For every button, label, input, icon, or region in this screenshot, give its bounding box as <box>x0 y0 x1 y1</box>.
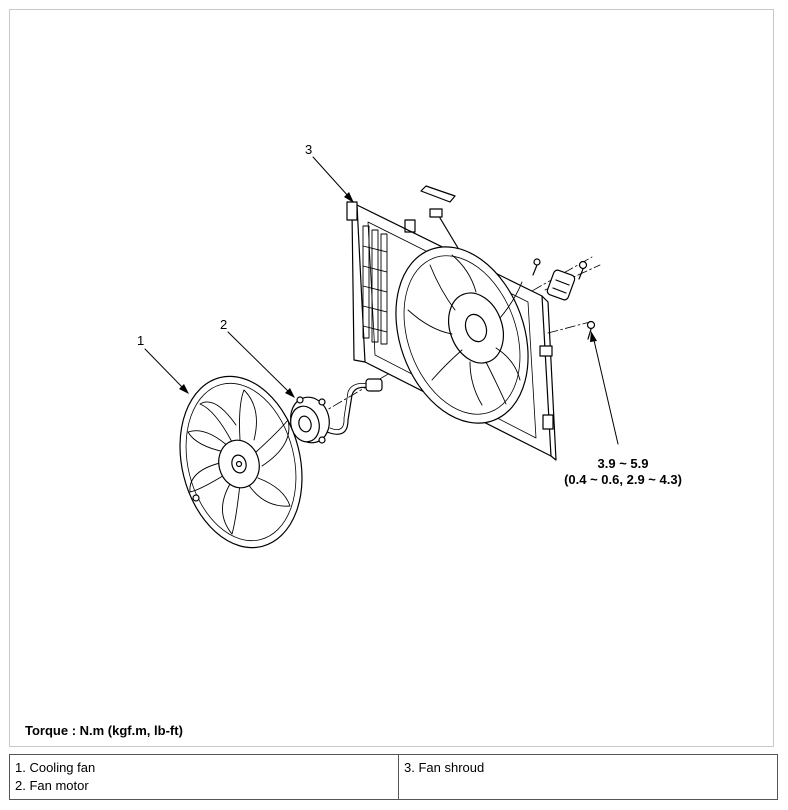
fan-shroud <box>346 185 557 461</box>
torque-spec-range: 3.9 ~ 5.9 <box>597 456 649 471</box>
shroud-struts <box>407 254 523 406</box>
fan-motor <box>290 396 330 444</box>
parts-legend: 1. Cooling fan 2. Fan motor 3. Fan shrou… <box>9 754 778 800</box>
figure-frame <box>9 9 774 747</box>
legend-item: 2. Fan motor <box>15 778 89 793</box>
legend-item: 3. Fan shroud <box>404 760 485 775</box>
callout-1: 1 <box>137 333 145 348</box>
legend-column-2: 3. Fan shroud <box>398 754 778 800</box>
torque-spec-alt-units: (0.4 ~ 0.6, 2.9 ~ 4.3) <box>564 472 682 487</box>
legend-column-1: 1. Cooling fan 2. Fan motor <box>9 754 399 800</box>
motor-wire <box>326 386 371 435</box>
motor-wire-plug <box>365 378 383 392</box>
cooling-fan <box>179 375 303 549</box>
shroud-vents <box>362 225 388 345</box>
connector <box>546 269 576 301</box>
leader-lines <box>144 156 619 445</box>
legend-item: 1. Cooling fan <box>15 760 96 775</box>
arrowheads <box>179 192 597 398</box>
torque-units-note: Torque : N.m (kgf.m, lb-ft) <box>25 723 183 738</box>
callout-2: 2 <box>220 317 228 332</box>
fan-assembly-diagram <box>144 156 619 549</box>
callout-3: 3 <box>305 142 313 157</box>
bolts <box>532 258 596 340</box>
torque-spec: 3.9 ~ 5.9 (0.4 ~ 0.6, 2.9 ~ 4.3) <box>540 456 706 488</box>
fan-blades <box>187 389 291 535</box>
